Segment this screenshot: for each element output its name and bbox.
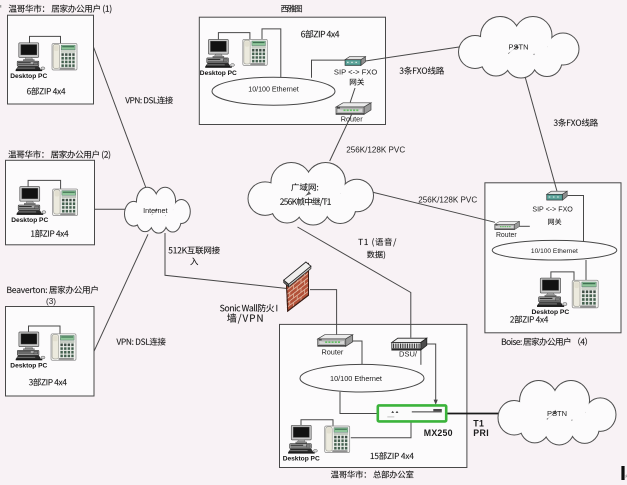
svg-text:(3): (3) xyxy=(46,297,56,306)
svg-text:Router: Router xyxy=(341,114,363,123)
svg-text:*: * xyxy=(625,473,627,483)
svg-text:Internet: Internet xyxy=(143,206,167,215)
svg-text:256K/128K PVC: 256K/128K PVC xyxy=(346,146,405,155)
svg-text:MX250: MX250 xyxy=(424,428,453,438)
svg-text:SIP <-> FXO: SIP <-> FXO xyxy=(532,206,573,214)
svg-text:T1: T1 xyxy=(473,418,484,428)
svg-text:PSTN: PSTN xyxy=(547,409,567,418)
svg-text:SIP <-> FXO: SIP <-> FXO xyxy=(334,68,377,77)
svg-text:PSTN: PSTN xyxy=(508,43,528,52)
svg-text:10/100 Ethernet: 10/100 Ethernet xyxy=(330,374,382,383)
svg-text:10/100 Ethernet: 10/100 Ethernet xyxy=(248,86,299,94)
svg-text:PRI: PRI xyxy=(473,428,489,438)
svg-text:Router: Router xyxy=(321,348,343,357)
svg-text:Router: Router xyxy=(496,232,517,239)
svg-text:DSU/: DSU/ xyxy=(399,350,418,359)
svg-text:10/100 Ethernet: 10/100 Ethernet xyxy=(531,248,578,255)
svg-text:256K/128K PVC: 256K/128K PVC xyxy=(418,195,477,204)
